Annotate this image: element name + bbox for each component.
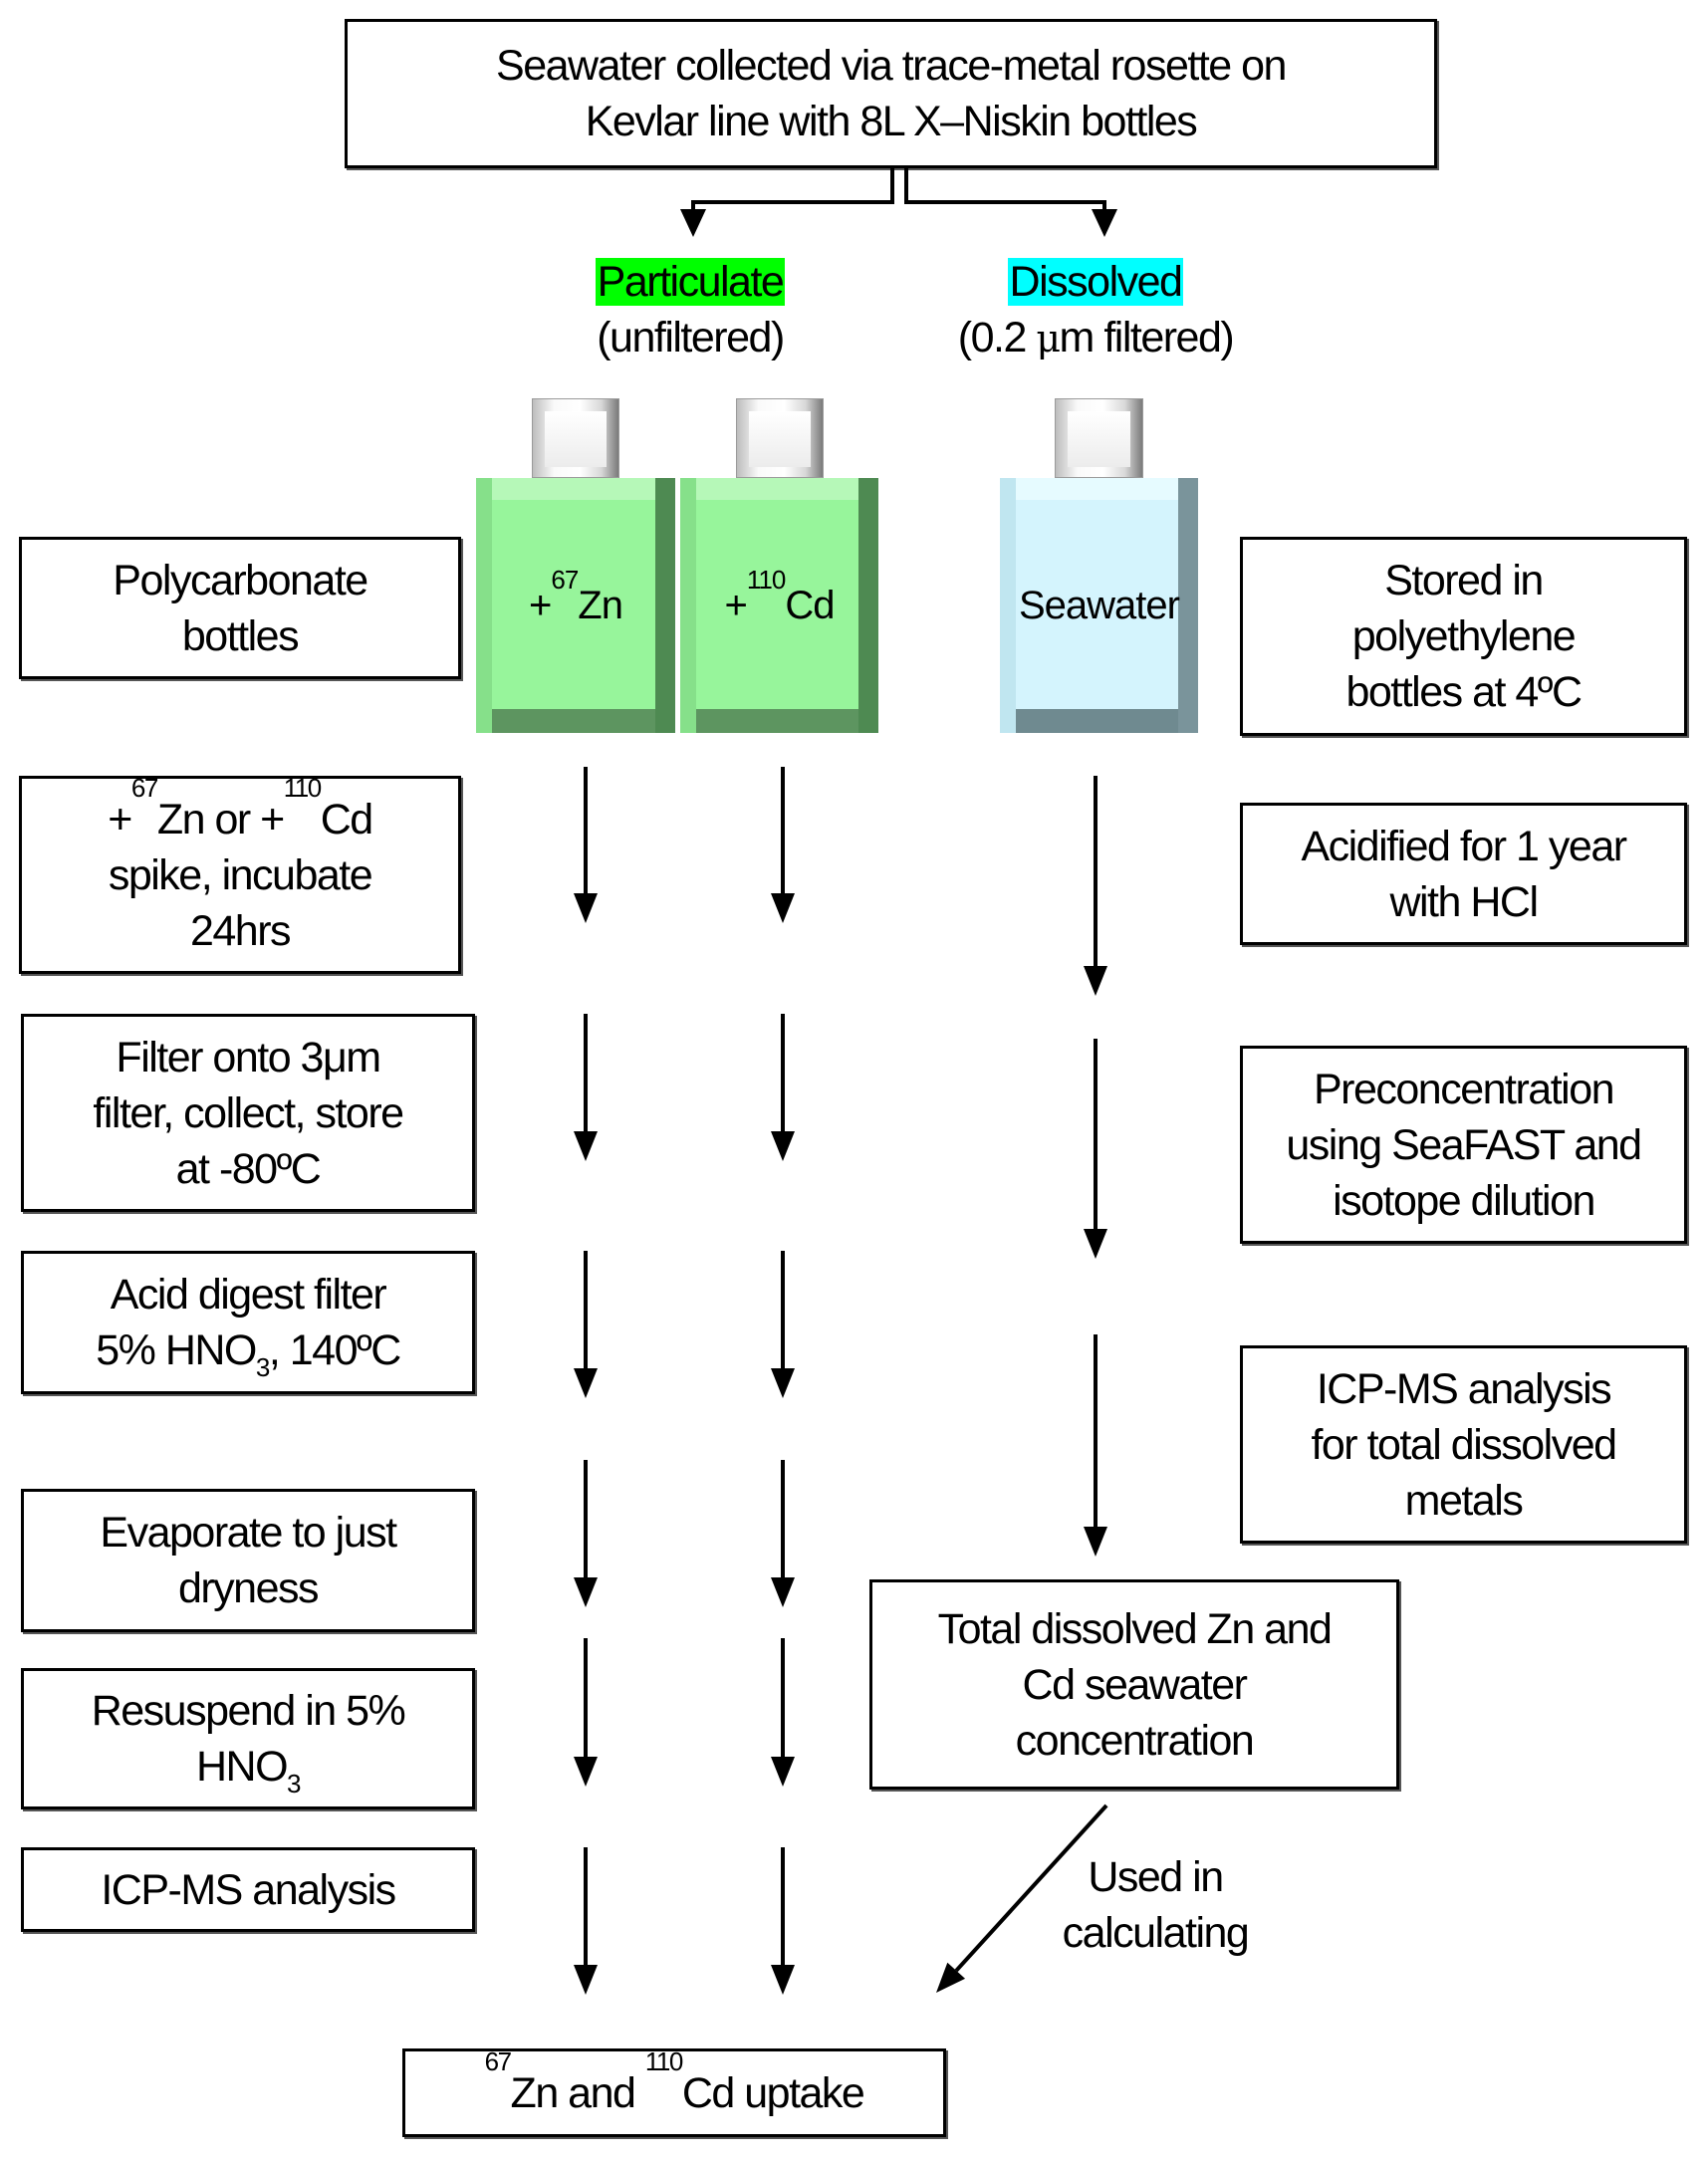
- arrow-dissolved-step-1: [1084, 776, 1107, 996]
- arrow-cd-step-6: [771, 1847, 795, 1995]
- arrow-cd-step-4: [771, 1460, 795, 1607]
- bottle-cap-cd: [736, 398, 824, 478]
- dissolved-label: Dissolved (0.2 μm filtered): [906, 254, 1285, 366]
- step-resuspend: Resuspend in 5%HNO3: [21, 1668, 475, 1809]
- collection-line-2: Kevlar line with 8L X–Niskin bottles: [585, 98, 1198, 145]
- arrow-used-in-calculating: [936, 1803, 1108, 1993]
- arrow-cd-step-1: [771, 767, 795, 923]
- arrow-dissolved-step-3: [1084, 1334, 1107, 1557]
- arrowhead-particulate: [680, 209, 706, 237]
- particulate-subtitle: (unfiltered): [597, 314, 785, 361]
- split-connector-right: [904, 168, 1106, 211]
- arrow-zn-step-6: [574, 1847, 598, 1995]
- bottle-cap-zn: [532, 398, 619, 478]
- particulate-title: Particulate: [595, 258, 786, 306]
- bottle-cd-label: +110Cd: [724, 564, 836, 627]
- arrow-cd-step-3: [771, 1251, 795, 1398]
- bottle-zn-label: +67Zn: [529, 564, 623, 627]
- split-connector-left: [691, 168, 894, 211]
- seawater-collection-box: Seawater collected via trace-metal roset…: [345, 19, 1437, 168]
- arrow-cd-step-5: [771, 1638, 795, 1787]
- arrow-zn-step-5: [574, 1638, 598, 1787]
- bottle-seawater-label: Seawater: [1019, 583, 1180, 627]
- step-icpms-analysis: ICP-MS analysis: [21, 1847, 475, 1932]
- bottle-zn-spike: +67Zn: [476, 478, 675, 733]
- arrowhead-dissolved: [1092, 209, 1117, 237]
- uptake-result-box: 67Zn and 110Cd uptake: [402, 2048, 946, 2137]
- arrow-zn-step-4: [574, 1460, 598, 1607]
- dissolved-subtitle: (0.2 μm filtered): [957, 314, 1235, 361]
- collection-line-1: Seawater collected via trace-metal roset…: [496, 42, 1287, 90]
- bottle-cd-spike: +110Cd: [680, 478, 878, 733]
- arrow-zn-step-2: [574, 1014, 598, 1161]
- bottle-cap-seawater: [1055, 398, 1143, 478]
- arrow-dissolved-step-2: [1084, 1039, 1107, 1259]
- arrow-zn-step-3: [574, 1251, 598, 1398]
- arrow-cd-step-2: [771, 1014, 795, 1161]
- arrow-zn-step-1: [574, 767, 598, 923]
- particulate-label: Particulate (unfiltered): [541, 254, 840, 365]
- dissolved-title: Dissolved: [1007, 258, 1184, 306]
- bottle-seawater: Seawater: [1000, 478, 1198, 733]
